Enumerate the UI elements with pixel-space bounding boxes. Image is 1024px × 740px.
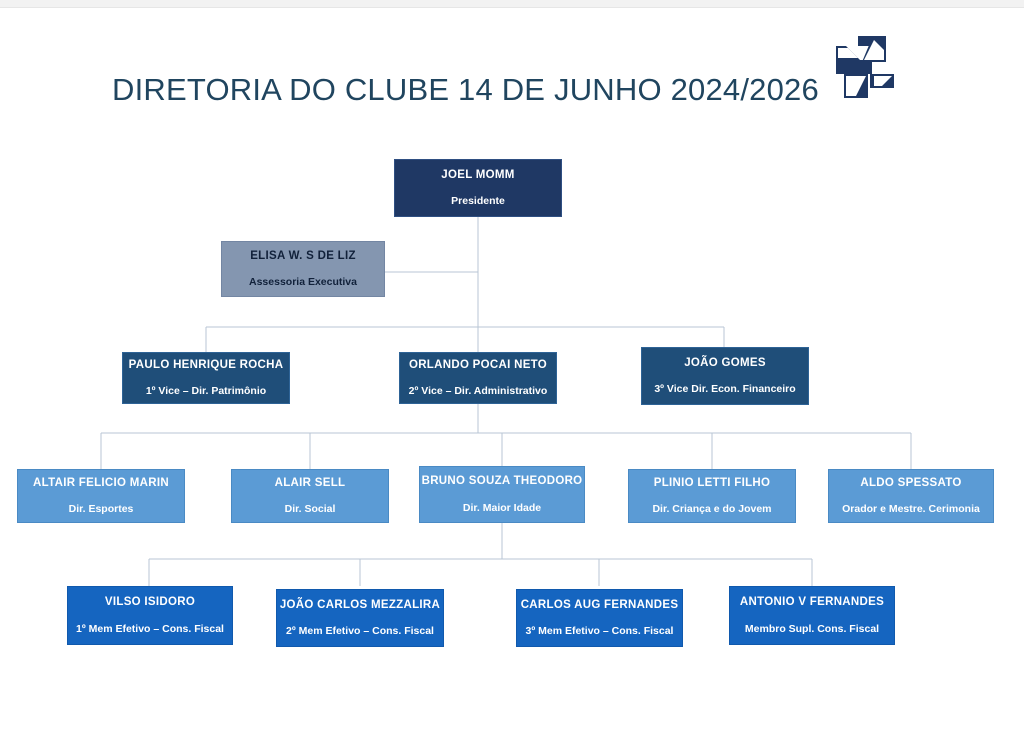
org-node-role: 3º Mem Efetivo – Cons. Fiscal [525,625,674,638]
org-node-name: ELISA W. S DE LIZ [250,249,356,262]
org-node-president[interactable]: JOEL MOMM Presidente [394,159,562,217]
org-node-name: ORLANDO POCAI NETO [408,358,548,371]
org-node-role: Orador e Mestre. Cerimonia [842,503,980,516]
org-node-fiscal-2[interactable]: JOÃO CARLOS MEZZALIRA 2º Mem Efetivo – C… [276,589,444,647]
org-node-fiscal-suplente[interactable]: ANTONIO V FERNANDES Membro Supl. Cons. F… [729,586,895,645]
page-title: DIRETORIA DO CLUBE 14 DE JUNHO 2024/2026 [112,72,819,107]
org-node-role: 2º Mem Efetivo – Cons. Fiscal [286,625,434,638]
org-node-role: 3º Vice Dir. Econ. Financeiro [654,383,796,396]
org-node-name: JOEL MOMM [441,168,515,181]
org-node-dir-maior-idade[interactable]: BRUNO SOUZA THEODORO Dir. Maior Idade [419,466,585,523]
org-node-name: JOÃO GOMES [684,356,766,369]
org-node-name: ALTAIR FELICIO MARIN [33,476,169,489]
org-node-role: Dir. Social [284,503,336,516]
org-node-vice-2[interactable]: ORLANDO POCAI NETO 2º Vice – Dir. Admini… [399,352,557,404]
org-node-fiscal-1[interactable]: VILSO ISIDORO 1º Mem Efetivo – Cons. Fis… [67,586,233,645]
org-node-name: ANTONIO V FERNANDES [739,596,885,609]
org-node-orador-mestre-cerimonia[interactable]: ALDO SPESSATO Orador e Mestre. Cerimonia [828,469,994,523]
org-node-vice-1[interactable]: PAULO HENRIQUE ROCHA 1º Vice – Dir. Patr… [122,352,290,404]
org-node-role: Assessoria Executiva [249,276,357,289]
clube-14-de-junho-logo [828,30,902,104]
org-node-role: Dir. Maior Idade [462,501,542,514]
org-node-role: 2º Vice – Dir. Administrativo [408,385,548,398]
org-node-role: 1º Vice – Dir. Patrimônio [145,385,267,398]
org-node-name: PAULO HENRIQUE ROCHA [128,358,284,371]
org-node-name: PLINIO LETTI FILHO [653,476,771,489]
org-node-role: Dir. Criança e do Jovem [652,503,772,516]
org-node-fiscal-3[interactable]: CARLOS AUG FERNANDES 3º Mem Efetivo – Co… [516,589,683,647]
org-node-name: JOÃO CARLOS MEZZALIRA [279,598,441,611]
org-node-dir-social[interactable]: ALAIR SELL Dir. Social [231,469,389,523]
org-node-name: ALDO SPESSATO [860,476,962,489]
org-node-name: BRUNO SOUZA THEODORO [421,475,583,488]
org-node-role: 1º Mem Efetivo – Cons. Fiscal [76,622,224,635]
org-node-name: CARLOS AUG FERNANDES [520,598,679,611]
org-node-dir-crianca-jovem[interactable]: PLINIO LETTI FILHO Dir. Criança e do Jov… [628,469,796,523]
org-node-assessoria-executiva[interactable]: ELISA W. S DE LIZ Assessoria Executiva [221,241,385,297]
org-node-role: Presidente [451,195,505,208]
org-node-name: VILSO ISIDORO [104,596,196,609]
org-node-dir-esportes[interactable]: ALTAIR FELICIO MARIN Dir. Esportes [17,469,185,523]
top-edge-strip [0,0,1024,8]
org-node-name: ALAIR SELL [274,476,346,489]
org-node-vice-3[interactable]: JOÃO GOMES 3º Vice Dir. Econ. Financeiro [641,347,809,405]
org-node-role: Membro Supl. Cons. Fiscal [744,622,880,635]
org-node-role: Dir. Esportes [68,503,134,516]
